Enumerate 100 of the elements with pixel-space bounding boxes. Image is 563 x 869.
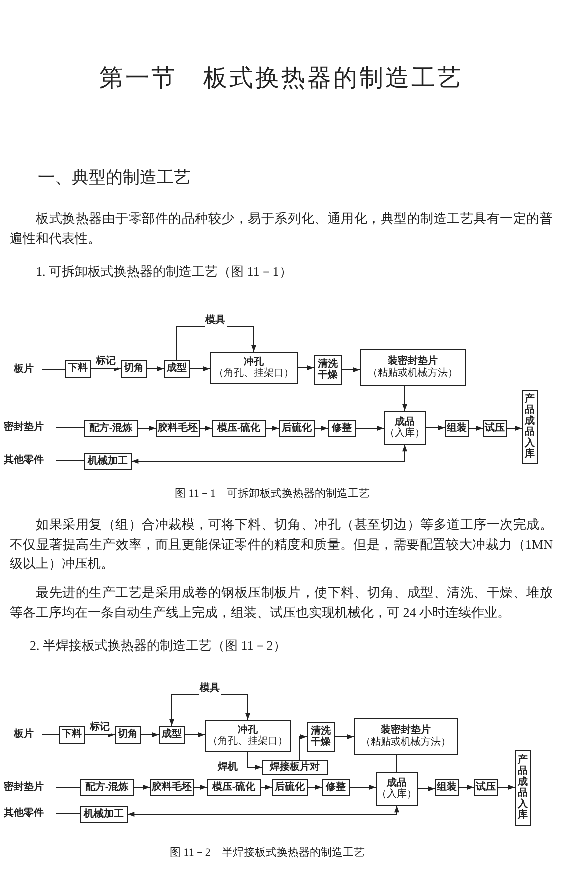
process-box xyxy=(376,772,418,806)
step-text: 配方-混炼 xyxy=(89,422,133,434)
arrow xyxy=(190,366,210,372)
process-box xyxy=(80,779,134,796)
arrow xyxy=(266,426,280,431)
process-box xyxy=(360,349,466,386)
step-text: 模压-硫化 xyxy=(217,422,261,434)
arrow xyxy=(248,752,262,770)
process-box xyxy=(322,779,350,796)
arrow xyxy=(342,368,360,372)
connector-line xyxy=(56,460,84,462)
process-box xyxy=(59,726,85,744)
arrow xyxy=(426,426,446,430)
step-text: 装密封垫片 xyxy=(381,725,431,736)
arrow xyxy=(84,732,116,738)
arrow xyxy=(140,732,160,738)
arrow xyxy=(90,366,122,372)
connector-line xyxy=(42,734,60,735)
step-text: 胶料毛坯 xyxy=(152,782,192,794)
process-box xyxy=(159,726,185,744)
arrow xyxy=(132,444,408,464)
process-box xyxy=(207,779,261,796)
edge-label: 标记 xyxy=(89,720,111,734)
step-text: 配方-混炼 xyxy=(85,782,129,794)
input-label: 其他零件 xyxy=(4,453,56,469)
arrow xyxy=(176,326,256,360)
step-note: （入库） xyxy=(385,428,425,440)
step-text: 产品成品入库 xyxy=(525,394,535,460)
step-text: 清洗干燥 xyxy=(317,358,339,382)
step-text: 修整 xyxy=(332,422,352,434)
step-text: 下料 xyxy=(62,729,82,741)
arrow xyxy=(468,426,484,431)
arrow xyxy=(138,426,156,431)
arrow xyxy=(200,426,212,431)
arrow xyxy=(418,786,436,792)
section-heading: 一、典型的制造工艺 xyxy=(38,167,191,189)
paragraph: 最先进的生产工艺是采用成卷的钢板压制板片，使下料、切角、成型、清洗、干燥、堆放等各工序均在一条自动生产线上完成，组装、试压也实现机械化，可 24 小时连续作业。 xyxy=(10,584,553,622)
process-box xyxy=(522,390,538,464)
arrow xyxy=(260,785,272,790)
arrow xyxy=(300,734,308,760)
step-note: （入库） xyxy=(377,789,417,800)
process-box xyxy=(210,352,298,384)
process-box xyxy=(328,420,356,437)
edge-label: 模具 xyxy=(204,313,226,327)
arrow xyxy=(128,806,400,817)
step-text: 成品 xyxy=(387,778,407,788)
connector-line xyxy=(396,754,398,772)
figure-caption: 图 11－2 半焊接板式换热器的制造工艺 xyxy=(170,846,365,860)
step-text: 机械加工 xyxy=(88,456,128,468)
annotation-label: 焊机 xyxy=(218,760,238,774)
arrow xyxy=(146,366,164,372)
subsection-heading: 2. 半焊接板式换热器的制造工艺（图 11－2） xyxy=(30,637,286,655)
input-label: 密封垫片 xyxy=(4,780,56,796)
page-title: 第一节 板式换热器的制造工艺 xyxy=(98,65,464,94)
arrow xyxy=(402,386,408,412)
arrow xyxy=(334,734,354,740)
arrow xyxy=(498,785,516,790)
step-text: 产品成品入库 xyxy=(518,755,528,821)
step-text: 试压 xyxy=(476,782,496,794)
arrow xyxy=(134,785,150,790)
process-box xyxy=(164,360,190,378)
arrow xyxy=(308,785,322,790)
process-box xyxy=(272,779,308,796)
process-box xyxy=(205,720,291,752)
step-note: （角孔、挂架口） xyxy=(208,736,288,748)
input-label: 板片 xyxy=(14,362,42,377)
step-note: （角孔、挂架口） xyxy=(214,368,294,380)
process-box xyxy=(384,411,426,445)
step-text: 清洗干燥 xyxy=(310,726,332,748)
step-text: 机械加工 xyxy=(84,808,124,820)
step-text: 试压 xyxy=(485,422,505,434)
process-box xyxy=(515,750,531,826)
step-text: 成型 xyxy=(167,363,187,375)
step-text: 后硫化 xyxy=(282,422,312,434)
step-text: 组装 xyxy=(447,422,467,434)
arrow xyxy=(356,426,384,431)
arrow xyxy=(506,426,522,431)
arrow xyxy=(184,732,206,738)
input-label: 其他零件 xyxy=(4,806,56,822)
arrow xyxy=(298,366,314,370)
process-box xyxy=(212,420,266,437)
input-label: 板片 xyxy=(14,727,42,742)
edge-label: 模具 xyxy=(199,681,221,695)
process-box xyxy=(115,726,141,744)
arrow xyxy=(194,785,208,790)
step-text: 组装 xyxy=(437,782,457,794)
edge-label: 标记 xyxy=(95,354,117,368)
process-box xyxy=(80,806,128,823)
paragraph: 板式换热器由于零部件的品种较少，易于系列化、通用化，典型的制造工艺具有一定的普遍性和代表性。 xyxy=(10,210,553,248)
process-box xyxy=(121,360,147,378)
process-box xyxy=(84,420,138,437)
step-text: 修整 xyxy=(326,782,346,794)
step-note: （粘贴或机械方法） xyxy=(361,736,451,748)
step-text: 胶料毛坯 xyxy=(158,422,198,434)
step-text: 后硫化 xyxy=(275,782,305,794)
subsection-heading: 1. 可拆卸板式换热器的制造工艺（图 11－1） xyxy=(36,263,292,281)
connector-line xyxy=(42,369,66,370)
step-text: 切角 xyxy=(118,729,138,741)
figure-caption: 图 11－1 可拆卸板式换热器的制造工艺 xyxy=(175,487,370,501)
step-text: 冲孔 xyxy=(238,724,258,736)
